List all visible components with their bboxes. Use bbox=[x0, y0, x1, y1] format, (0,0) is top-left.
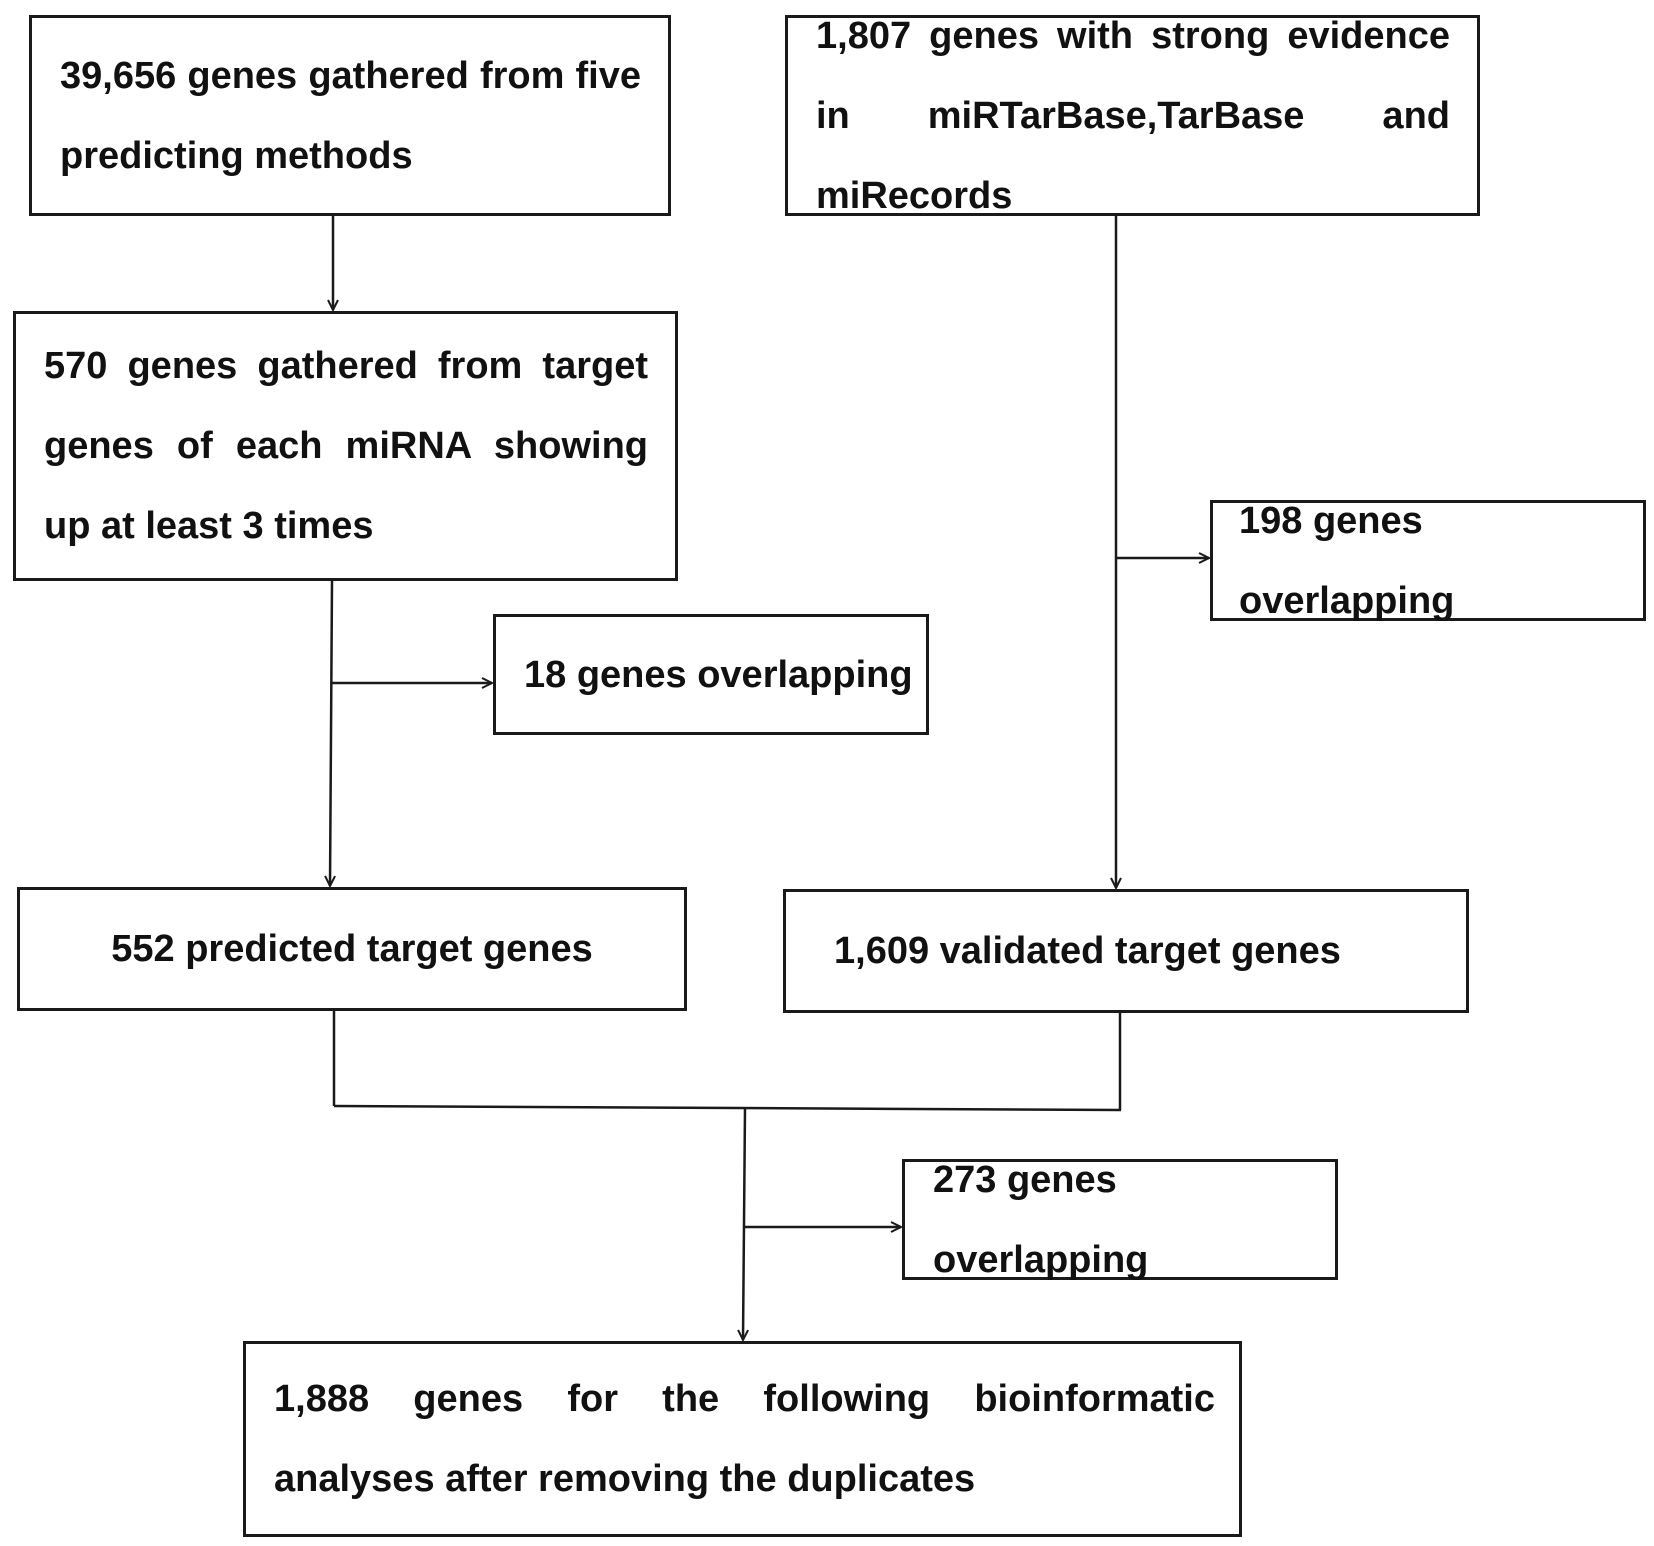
box-273-overlap: 273 genes overlapping bbox=[902, 1159, 1338, 1281]
box-1609-validated-text: 1,609 validated target genes bbox=[834, 930, 1341, 972]
box-198-overlap-text: 198 genes overlapping bbox=[1239, 499, 1455, 622]
arrow-merge-to-final bbox=[743, 1107, 745, 1340]
box-570-genes-text: 570 genes gathered from target genes of … bbox=[44, 345, 648, 547]
arrow-570-to-552 bbox=[330, 580, 332, 886]
box-strong-evidence: 1,807 genes with strong evidence in miRT… bbox=[785, 15, 1480, 217]
box-1888-final-text: 1,888 genes for the following bioinforma… bbox=[274, 1378, 1215, 1500]
box-18-overlap: 18 genes overlapping bbox=[493, 614, 929, 735]
box-552-predicted-text: 552 predicted target genes bbox=[111, 928, 593, 970]
box-1609-validated: 1,609 validated target genes bbox=[783, 889, 1469, 1013]
box-predicted-methods: 39,656 genes gathered from five predicti… bbox=[29, 15, 671, 216]
box-198-overlap: 198 genes overlapping bbox=[1210, 500, 1646, 622]
box-predicted-methods-text: 39,656 genes gathered from five predicti… bbox=[60, 54, 641, 177]
box-strong-evidence-text: 1,807 genes with strong evidence in miRT… bbox=[816, 14, 1450, 217]
box-570-genes: 570 genes gathered from target genes of … bbox=[13, 311, 678, 581]
box-552-predicted: 552 predicted target genes bbox=[17, 887, 687, 1011]
box-1888-final: 1,888 genes for the following bioinforma… bbox=[243, 1341, 1242, 1537]
box-273-overlap-text: 273 genes overlapping bbox=[933, 1158, 1149, 1281]
box-18-overlap-text: 18 genes overlapping bbox=[524, 653, 913, 696]
line-merge-horizontal bbox=[333, 1104, 1122, 1112]
